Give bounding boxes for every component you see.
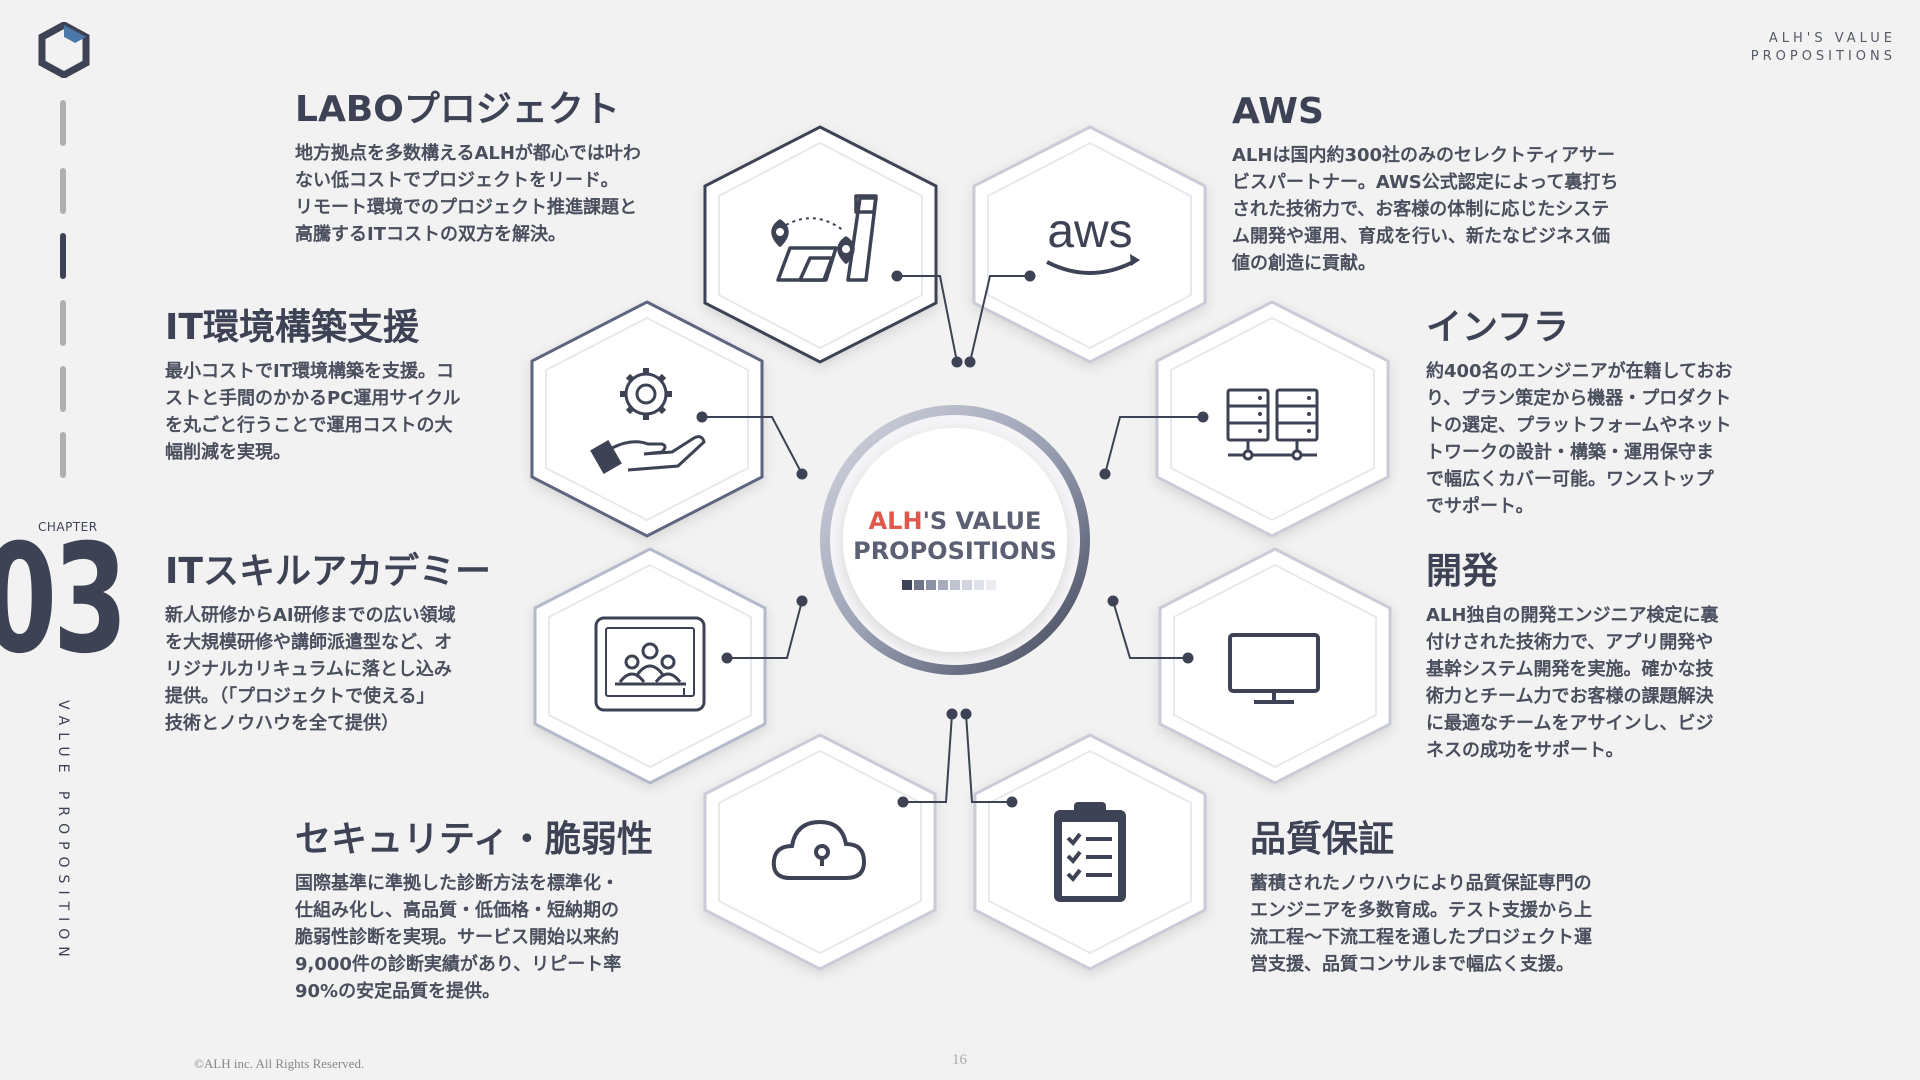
center-title-accent: ALH xyxy=(868,507,923,535)
section-vertical-label: VALUE PROPOSITION xyxy=(55,700,71,964)
progress-dash-active xyxy=(60,233,66,279)
block-academy: ITスキルアカデミー 新人研修からAI研修までの広い領域 を大規模研修や講師派遣… xyxy=(165,550,505,737)
block-title: IT環境構築支援 xyxy=(165,307,419,348)
block-infra: インフラ 約400名のエンジニアが在籍しておお り、プラン策定から機器・プロダク… xyxy=(1426,306,1766,520)
progress-dash xyxy=(60,432,66,478)
block-title: AWS xyxy=(1232,91,1324,132)
block-body: 最小コストでIT環境構築を支援。コ ストと手間のかかるPC運用サイクル を丸ごと… xyxy=(165,361,461,463)
server-icon xyxy=(1226,388,1319,461)
block-title: ITスキルアカデミー xyxy=(165,551,491,592)
connector-dots xyxy=(696,270,1209,808)
block-body: 地方拠点を多数構えるALHが都心では叶わ ない低コストでプロジェクトをリード。 … xyxy=(295,143,641,245)
connector-lines xyxy=(702,275,1203,803)
block-title: 品質保証 xyxy=(1250,819,1395,860)
map-pin-route-icon xyxy=(771,194,878,282)
progress-dash xyxy=(60,366,66,412)
block-labo: LABOプロジェクト 地方拠点を多数構えるALHが都心では叶わ ない低コストでプ… xyxy=(295,88,695,248)
chapter-number: 03 xyxy=(0,513,128,687)
block-aws: AWS ALHは国内約300社のみのセレクトティアサー ビスパートナー。AWS公… xyxy=(1232,90,1672,277)
hex-security xyxy=(703,733,937,971)
copyright: ©ALH inc. All Rights Reserved. xyxy=(194,1056,365,1071)
block-quality: 品質保証 蓄積されたノウハウにより品質保証専門の エンジニアを多数育成。テスト支… xyxy=(1250,818,1670,978)
center-circle xyxy=(820,405,1090,675)
hex-infra xyxy=(1155,300,1390,538)
cloud-lock-icon xyxy=(771,819,867,880)
hex-labo xyxy=(703,125,938,364)
block-body: ALHは国内約300社のみのセレクトティアサー ビスパートナー。AWS公式認定に… xyxy=(1232,145,1619,274)
block-security: セキュリティ・脆弱性 国際基準に準拠した診断方法を標準化・ 仕組み化し、高品質・… xyxy=(295,818,695,1005)
progress-dash xyxy=(60,168,66,214)
page-header-line1: ALH'S VALUE xyxy=(1768,31,1896,46)
progress-dash xyxy=(60,100,66,146)
gear-hand-icon xyxy=(590,368,706,474)
center-title: ALH'S VALUE PROPOSITIONS xyxy=(845,506,1065,566)
block-title: LABOプロジェクト xyxy=(295,89,620,130)
chapter-label: CHAPTER xyxy=(38,520,98,534)
block-body: 新人研修からAI研修までの広い領域 を大規模研修や講師派遣型など、オ リジナルカ… xyxy=(165,605,456,734)
page-number: 16 xyxy=(952,1052,967,1068)
hex-dev xyxy=(1158,547,1392,785)
progress-dash xyxy=(60,300,66,346)
aws-logo-icon: aws xyxy=(1046,205,1140,275)
alh-logo-icon xyxy=(38,22,90,78)
monitor-icon xyxy=(1228,633,1320,704)
block-body: 国際基準に準拠した診断方法を標準化・ 仕組み化し、高品質・低価格・短納期の 脆弱… xyxy=(295,873,622,1002)
aws-logo-text: aws xyxy=(1047,205,1132,258)
block-title: 開発 xyxy=(1426,551,1499,592)
center-title-line2: PROPOSITIONS xyxy=(853,537,1057,565)
block-body: 蓄積されたノウハウにより品質保証専門の エンジニアを多数育成。テスト支援から上 … xyxy=(1250,873,1592,975)
clipboard-checklist-icon xyxy=(1054,802,1126,902)
center-title-rest: 'S VALUE xyxy=(922,507,1042,535)
page-header: ALH'S VALUE PROPOSITIONS xyxy=(1751,30,1896,66)
hex-aws xyxy=(972,125,1207,364)
block-dev: 開発 ALH独自の開発エンジニア検定に裏 付けされた技術力で、アプリ開発や 基幹… xyxy=(1426,550,1766,764)
classroom-screen-icon xyxy=(594,616,706,712)
block-body: 約400名のエンジニアが在籍しておお り、プラン策定から機器・プロダクト トの選… xyxy=(1426,361,1733,517)
block-title: インフラ xyxy=(1426,307,1569,348)
block-it-env: IT環境構築支援 最小コストでIT環境構築を支援。コ ストと手間のかかるPC運用… xyxy=(165,306,505,466)
center-color-squares xyxy=(902,580,996,590)
block-title: セキュリティ・脆弱性 xyxy=(295,819,653,860)
page-header-line2: PROPOSITIONS xyxy=(1750,49,1896,64)
block-body: ALH独自の開発エンジニア検定に裏 付けされた技術力で、アプリ開発や 基幹システ… xyxy=(1426,605,1719,761)
